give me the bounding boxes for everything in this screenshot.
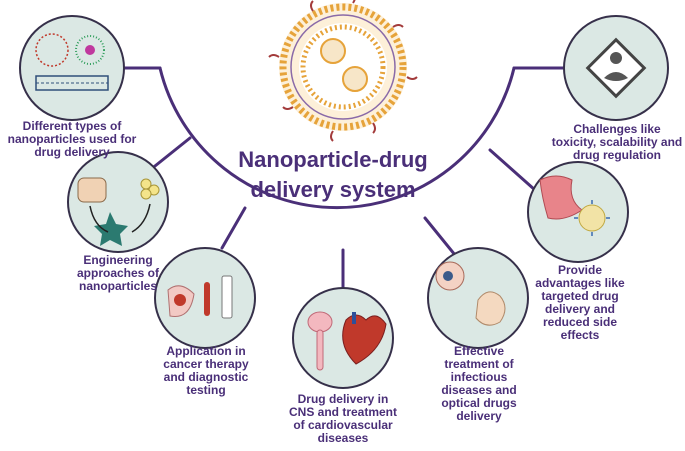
connector-engineering: [148, 136, 192, 172]
label-engineering: Engineering approaches of nanoparticles: [76, 253, 160, 293]
label-cns: Drug delivery in CNS and treatment of ca…: [288, 392, 398, 445]
node-infectious: [427, 247, 529, 349]
node-engineering: [67, 151, 169, 253]
node-types: [19, 15, 125, 121]
node-cancer: [154, 247, 256, 349]
brain-heart-icon: [307, 311, 387, 371]
label-infectious: Effective treatment of infectious diseas…: [441, 344, 517, 423]
connector-cancer: [220, 206, 247, 250]
connector-infectious: [423, 216, 457, 257]
cancer-diagnostics-icon: [167, 275, 233, 319]
label-types: Different types of nanoparticles used fo…: [7, 119, 137, 159]
engineering-icon: [77, 177, 160, 246]
node-cns: [292, 287, 394, 389]
label-challenges: Challenges like toxicity, scalability an…: [551, 122, 683, 162]
main-arc: [158, 66, 516, 210]
liposome-icon: [268, 0, 418, 142]
label-cancer: Application in cancer therapy and diagno…: [163, 344, 249, 397]
hazard-icon: [585, 37, 647, 99]
label-advantages: Provide advantages like targeted drug de…: [535, 263, 625, 342]
diagram-title: Nanoparticle-drug delivery system: [238, 147, 428, 202]
node-advantages: [527, 161, 629, 263]
targeted-delivery-icon: [539, 175, 610, 236]
nanoparticle-types-icon: [35, 33, 109, 91]
eye-skin-icon: [435, 261, 506, 326]
node-challenges: [563, 15, 669, 121]
connector-advantages: [488, 148, 537, 192]
